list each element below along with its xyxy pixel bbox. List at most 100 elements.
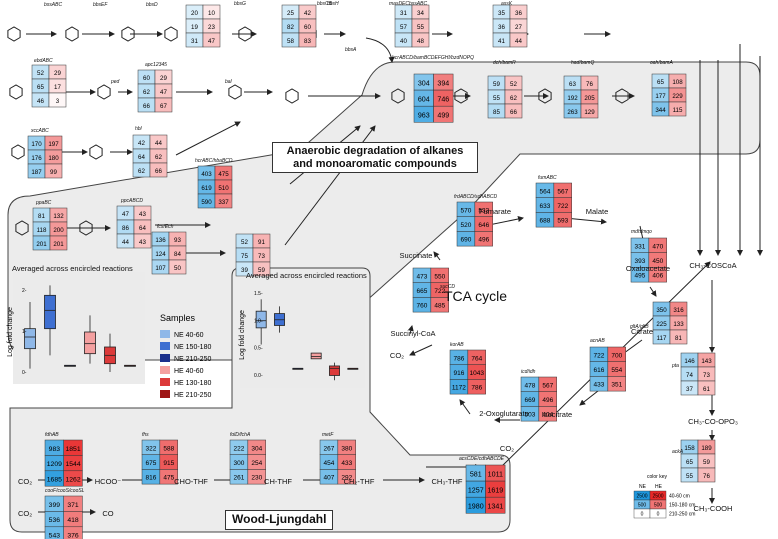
benzene-ring-icon: [238, 26, 252, 42]
reaction-arrow: [175, 121, 241, 156]
table-value: 1262: [65, 477, 80, 484]
gene-label-oah: oah/bamA: [650, 60, 673, 66]
table-value: 1341: [487, 502, 503, 510]
table-value: 17: [54, 84, 61, 91]
gene-label-fold: folD/fchA: [230, 432, 251, 438]
table-value: 189: [701, 445, 712, 452]
gene-label-bbs-d: bbsD: [146, 2, 158, 8]
legend-swatch: [160, 330, 170, 338]
y-tick-label: 1.5-: [254, 291, 263, 297]
table-value: 393: [634, 258, 645, 265]
table-cell: [580, 103, 599, 119]
table-value: 786: [471, 385, 482, 392]
table-value: 543: [49, 533, 61, 539]
table-cell: [668, 101, 687, 117]
gene-label-fhs: fhs: [142, 432, 149, 438]
table-value: 86: [122, 225, 129, 232]
benzene-ring-icon: [89, 144, 103, 160]
table-cell: [433, 105, 454, 123]
table-cell: [252, 261, 271, 277]
y-tick-label: 0.0-: [254, 373, 263, 379]
table-value: 61: [703, 386, 710, 393]
table-value: 222: [233, 445, 244, 452]
reaction-arrow: [409, 344, 433, 356]
table-value: 99: [50, 169, 57, 176]
table-value: 404: [542, 412, 553, 419]
table-value: 20: [191, 10, 198, 17]
table-value: 331: [634, 243, 645, 250]
legend-swatch: [160, 378, 170, 386]
table-cell: [669, 329, 688, 345]
color-key-title: color key: [647, 474, 668, 480]
gene-label-glt: gltA/gltB: [630, 324, 649, 330]
benzene-ring-icon: [121, 26, 135, 42]
gene-label-hcr: hcrABC/hbaBCD: [195, 158, 233, 164]
table-value: 52: [241, 239, 248, 246]
table-value: 91: [258, 239, 265, 246]
metabolite-ch-thf: CH-THF: [264, 477, 292, 486]
table-value: 50: [174, 265, 181, 272]
table-cell: [133, 233, 152, 249]
table-value: 554: [611, 367, 622, 374]
y-tick-label: 0.5-: [254, 346, 263, 352]
table-value: 43: [139, 211, 146, 218]
table-value: 52: [510, 81, 517, 88]
table-value: 84: [174, 251, 181, 258]
table-value: 433: [341, 460, 352, 467]
table-value: 39: [241, 267, 248, 274]
color-key-depth: 210-250 cm: [669, 512, 695, 518]
table-value: 478: [524, 382, 535, 389]
table-value: 29: [160, 75, 167, 82]
color-key-value: 500: [654, 503, 663, 509]
gene-label-bcr: bcrABCD/bamBCDEFGHI/bzdNOPQ: [392, 55, 474, 61]
table-cell: [337, 469, 356, 485]
color-key-value: 500: [638, 503, 647, 509]
table-value: 485: [434, 303, 445, 310]
table-value: 229: [672, 93, 683, 100]
table-cell: [697, 380, 716, 396]
y-tick-label: 0-: [22, 370, 27, 376]
avg-right-title: Averaged across encircled reactions: [246, 271, 367, 280]
table-cell: [159, 469, 178, 485]
table-value: 337: [218, 199, 229, 206]
table-value: 66: [155, 168, 162, 175]
table-value: 700: [611, 352, 622, 359]
table-value: 201: [36, 241, 47, 248]
table-value: 496: [542, 397, 553, 404]
gene-label-xcc: xccABC: [30, 128, 49, 134]
metabolite-acetyl-coa: CH₃-COSCoA: [689, 261, 736, 270]
color-key-depth: 150-180 cm: [669, 503, 695, 509]
table-value: 55: [493, 95, 500, 102]
table-cell: [44, 163, 63, 179]
table-value: 73: [258, 253, 265, 260]
table-value: 82: [287, 24, 294, 31]
benzene-ring-icon: [228, 84, 242, 100]
benzene-ring-icon: [7, 26, 21, 42]
y-tick-label: 2-: [22, 288, 27, 294]
box-he-130-180: [329, 362, 340, 381]
avg-left-title: Averaged across encircled reactions: [12, 264, 133, 273]
table-value: 1685: [47, 477, 62, 484]
gene-label-apc: apc12345: [145, 62, 167, 68]
legend-title: Samples: [160, 313, 196, 323]
table-value: 473: [416, 273, 427, 280]
table-cell: [63, 470, 83, 487]
gene-label-ack: ackA: [672, 449, 684, 455]
box-ne-150-180: [44, 285, 56, 356]
benzene-ring-icon: [15, 220, 29, 236]
table-value: 816: [145, 475, 156, 482]
table-value: 304: [418, 79, 430, 87]
table-value: 263: [567, 109, 578, 116]
table-value: 300: [233, 460, 244, 467]
gene-label-ped: ped: [110, 79, 120, 85]
table-value: 76: [703, 473, 710, 480]
